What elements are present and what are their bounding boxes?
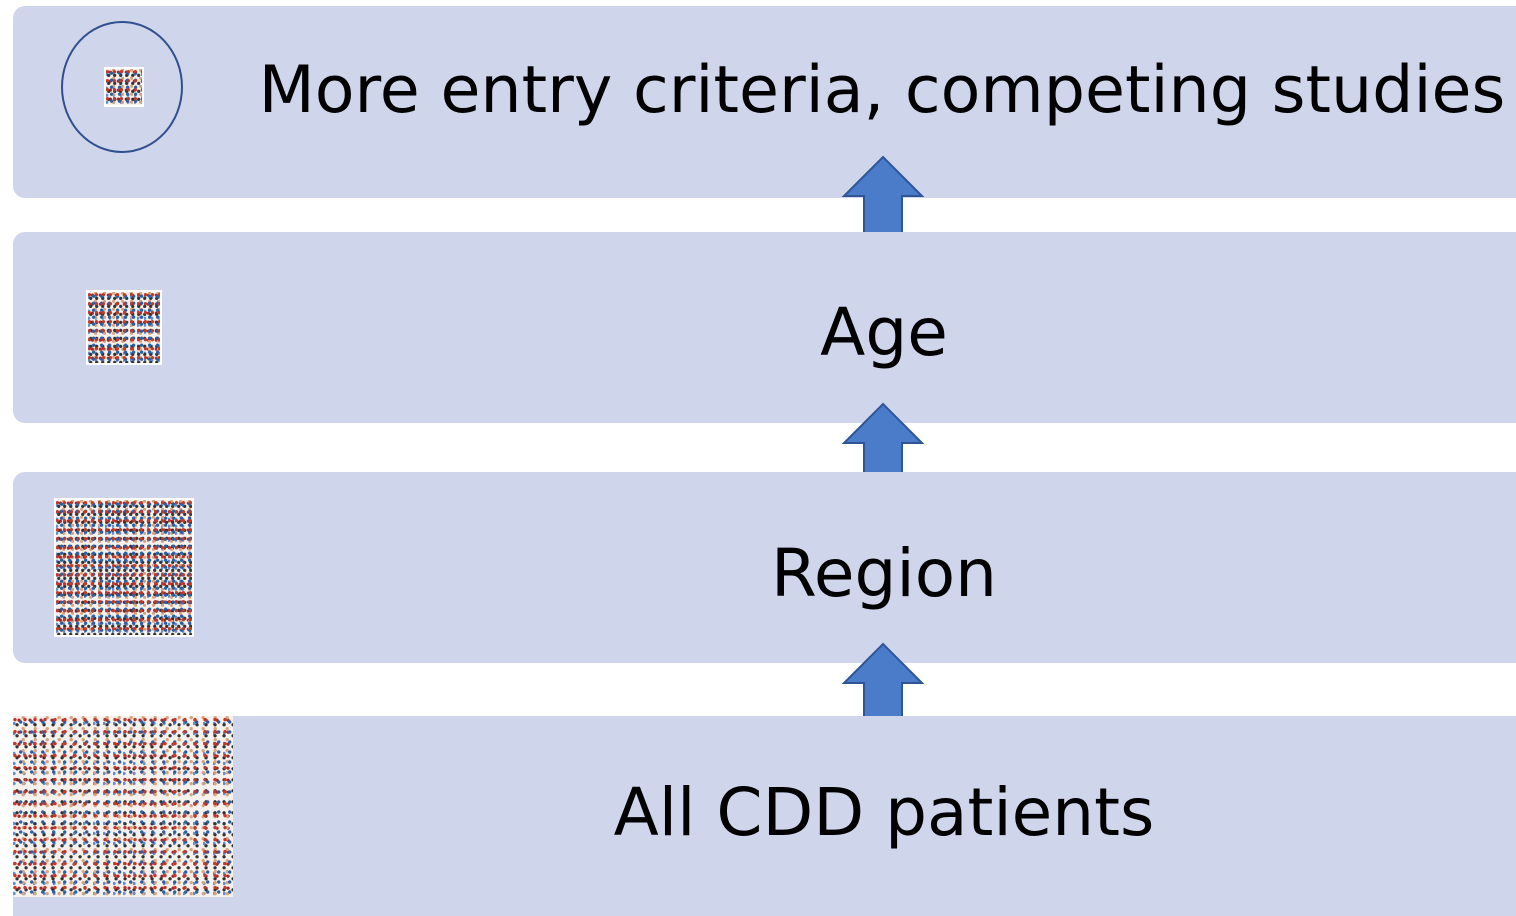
- level-band-region: [13, 472, 1516, 663]
- level-label-age: Age: [820, 294, 948, 371]
- up-arrow-icon: [841, 155, 925, 240]
- crowd-image-large: [13, 716, 233, 897]
- level-label-all-patients: All CDD patients: [613, 774, 1155, 851]
- crowd-image-tiny: [104, 67, 144, 107]
- level-band-entry-criteria: [13, 6, 1516, 198]
- level-band-all-patients: [13, 716, 1516, 916]
- crowd-image-medium: [54, 498, 194, 637]
- crowd-image-small: [86, 290, 162, 365]
- small-population-circle: [61, 21, 183, 153]
- level-band-age: [13, 232, 1516, 423]
- level-label-entry-criteria: More entry criteria, competing studies: [258, 53, 1506, 128]
- level-label-region: Region: [771, 535, 997, 612]
